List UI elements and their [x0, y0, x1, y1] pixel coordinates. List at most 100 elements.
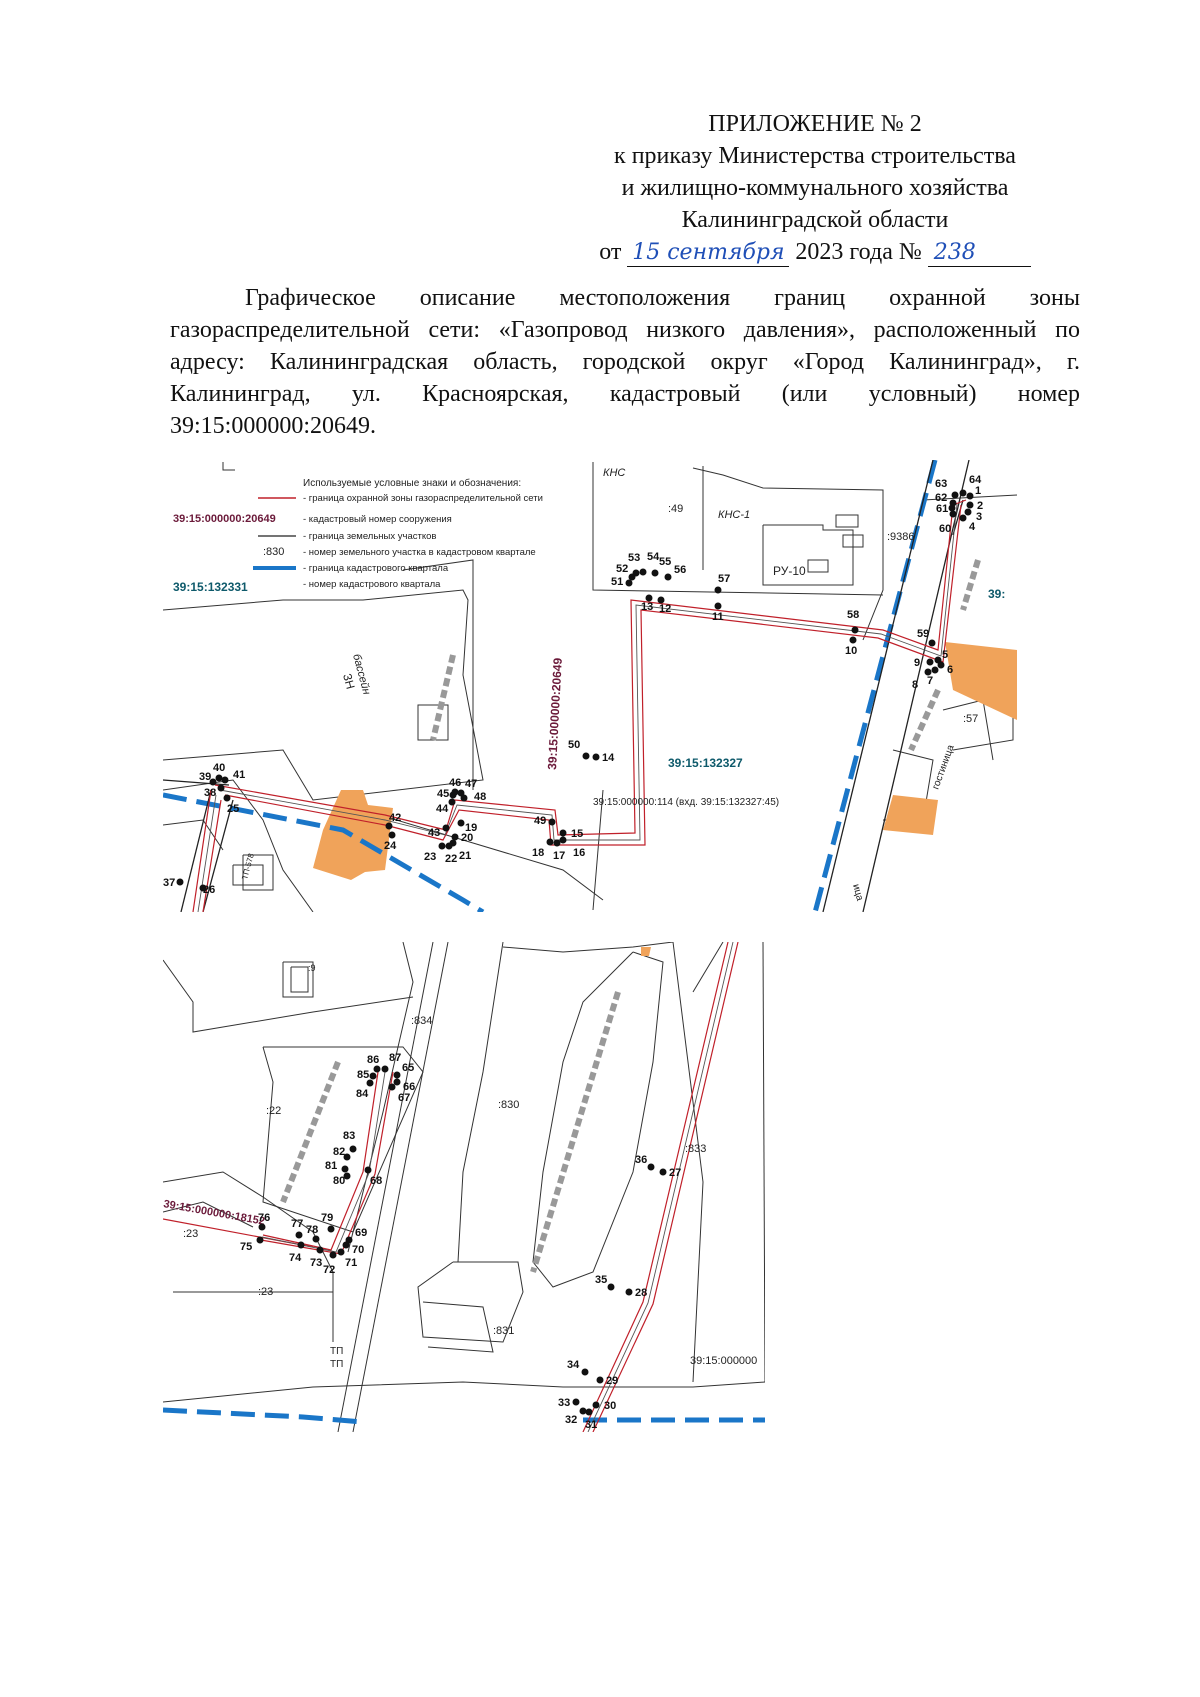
- legend-quarter-boundary-label: - граница кадастрового квартала: [303, 563, 449, 574]
- bottom-point-86: [373, 1065, 381, 1073]
- top-point-label-59: 59: [917, 628, 929, 640]
- top-point-51: [625, 579, 633, 587]
- top-point-46: [451, 788, 459, 796]
- top-point-label-11: 11: [712, 611, 724, 623]
- bottom-point-label-29: 29: [606, 1375, 618, 1387]
- top-point-58: [851, 626, 859, 634]
- date-suffix: 2023 года №: [795, 239, 922, 265]
- bottom-point-label-31: 31: [585, 1419, 597, 1431]
- bottom-point-label-77: 77: [291, 1218, 303, 1230]
- top-point-label-53: 53: [628, 552, 640, 564]
- top-point-label-23: 23: [424, 851, 436, 863]
- top-point-label-46: 46: [449, 777, 461, 789]
- top-point-label-48: 48: [474, 791, 486, 803]
- bottom-point-84: [366, 1079, 374, 1087]
- top-point-label-6: 6: [947, 664, 953, 676]
- bottom-point-label-34: 34: [567, 1359, 580, 1371]
- label-parcel-23b: :23: [258, 1286, 273, 1298]
- top-point-label-26: 26: [203, 884, 215, 896]
- label-quarter-132327: 39:15:132327: [668, 756, 743, 770]
- label-parcel-22: :22: [266, 1105, 281, 1117]
- legend-parcel-number-sample: :830: [263, 546, 284, 558]
- bottom-point-label-71: 71: [345, 1257, 357, 1269]
- bottom-point-label-81: 81: [325, 1160, 337, 1172]
- top-point-20: [451, 833, 459, 841]
- top-point-label-62: 62: [935, 492, 947, 504]
- top-point-label-9: 9: [914, 657, 920, 669]
- bottom-point-68: [364, 1166, 372, 1174]
- top-point-label-15: 15: [571, 828, 583, 840]
- top-point-2: [966, 501, 974, 509]
- top-point-label-13: 13: [641, 601, 653, 613]
- top-point-label-50: 50: [568, 739, 580, 751]
- top-point-label-37: 37: [163, 877, 175, 889]
- label-parcel-831: :831: [493, 1325, 514, 1337]
- bottom-point-label-35: 35: [595, 1274, 607, 1286]
- bottom-point-markers: 2728293031323334353665666768697071727374…: [240, 1052, 681, 1431]
- top-point-label-40: 40: [213, 762, 225, 774]
- bottom-point-31: [585, 1408, 593, 1416]
- top-point-13: [645, 594, 653, 602]
- top-point-26: [199, 884, 207, 892]
- top-point-label-5: 5: [942, 649, 948, 661]
- map-fragment-top: Используемые условные знаки и обозначени…: [163, 460, 1017, 912]
- top-point-label-16: 16: [573, 847, 585, 859]
- appendix-header: ПРИЛОЖЕНИЕ № 2 к приказу Министерства ст…: [560, 108, 1070, 268]
- handwritten-date: 15 сентября: [627, 240, 790, 267]
- top-point-label-41: 41: [233, 769, 245, 781]
- bottom-point-label-78: 78: [306, 1224, 318, 1236]
- description-paragraph: Графическое описание местоположения гран…: [170, 285, 1080, 439]
- top-point-label-38: 38: [204, 787, 216, 799]
- top-point-3: [964, 508, 972, 516]
- label-structure-18152: 39:15:000000:18152: [163, 1198, 266, 1228]
- label-building-3n: 3Н: [340, 672, 357, 690]
- top-point-18: [546, 838, 554, 846]
- top-point-11: [714, 602, 722, 610]
- top-point-24: [388, 831, 396, 839]
- legend-parcel-boundary-label: - граница земельных участков: [303, 531, 436, 542]
- bottom-point-29: [596, 1376, 604, 1384]
- top-point-label-47: 47: [465, 778, 477, 790]
- top-point-label-14: 14: [602, 752, 615, 764]
- top-point-15: [559, 829, 567, 837]
- top-point-64: [959, 489, 967, 497]
- bottom-point-73: [316, 1246, 324, 1254]
- label-parcel-833: :833: [685, 1143, 706, 1155]
- bottom-point-label-67: 67: [398, 1092, 410, 1104]
- date-prefix: от: [599, 239, 622, 265]
- label-parcel-57: :57: [963, 713, 978, 725]
- label-tp2: ТП: [330, 1359, 343, 1370]
- top-point-label-45: 45: [437, 788, 449, 800]
- top-point-label-19: 19: [465, 822, 477, 834]
- label-quarter-edge: 39:: [988, 587, 1005, 601]
- legend-quarter-number-sample: 39:15:132331: [173, 580, 248, 594]
- top-point-label-7: 7: [927, 675, 933, 687]
- map-legend: Используемые условные знаки и обозначени…: [173, 477, 543, 594]
- bottom-point-71: [337, 1248, 345, 1256]
- top-point-8: [924, 668, 932, 676]
- top-point-39: [209, 778, 217, 786]
- legend-parcel-number-label: - номер земельного участка в кадастровом…: [303, 547, 536, 558]
- bottom-point-85: [369, 1072, 377, 1080]
- bottom-point-label-83: 83: [343, 1130, 355, 1142]
- top-point-label-4: 4: [969, 521, 976, 533]
- top-point-label-42: 42: [389, 812, 401, 824]
- top-point-42: [385, 822, 393, 830]
- top-point-17: [553, 839, 561, 847]
- bottom-point-label-28: 28: [635, 1287, 647, 1299]
- label-quarter-partial: 39:15:000000: [690, 1355, 757, 1367]
- top-point-62: [949, 499, 957, 507]
- bottom-point-33: [572, 1398, 580, 1406]
- top-point-label-52: 52: [616, 563, 628, 575]
- top-point-10: [849, 636, 857, 644]
- bottom-point-label-86: 86: [367, 1054, 379, 1066]
- bottom-point-label-76: 76: [258, 1212, 270, 1224]
- top-point-6: [937, 661, 945, 669]
- top-point-label-55: 55: [659, 556, 671, 568]
- bottom-point-83: [349, 1145, 357, 1153]
- top-point-9: [926, 658, 934, 666]
- top-point-label-63: 63: [935, 478, 947, 490]
- top-point-label-57: 57: [718, 573, 730, 585]
- top-point-25: [223, 794, 231, 802]
- top-point-54: [639, 568, 647, 576]
